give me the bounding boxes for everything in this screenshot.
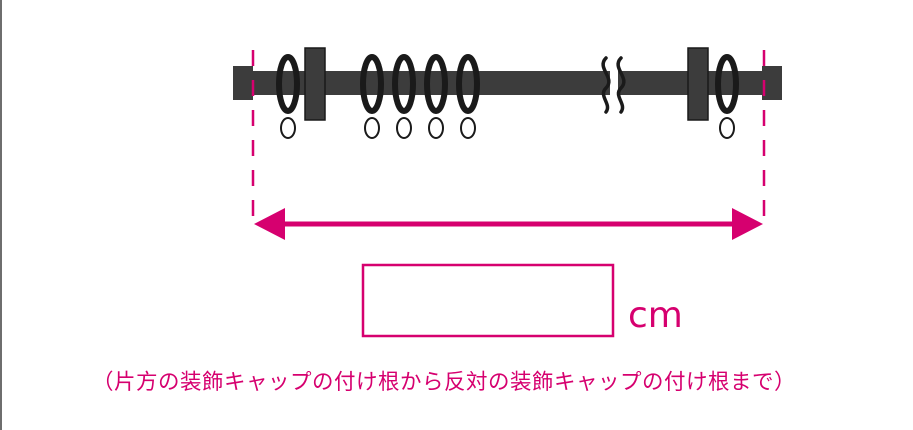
curtain-ring-icon (392, 54, 416, 139)
curtain-ring-icon (424, 54, 448, 139)
measurement-caption: （片方の装飾キャップの付け根から反対の装飾キャップの付け根まで） (92, 370, 797, 395)
curtain-ring-icon (715, 54, 739, 139)
wall-bracket-icon (304, 47, 326, 121)
measurement-input-box[interactable] (361, 263, 615, 338)
curtain-ring-icon (360, 54, 384, 139)
unit-label: cm (628, 295, 683, 336)
break-mark-icon (601, 56, 626, 114)
curtain-ring-icon (456, 54, 480, 139)
curtain-ring-icon (276, 54, 300, 139)
wall-bracket-icon (687, 47, 709, 121)
rod-end-cap-left (233, 66, 253, 100)
double-arrow-icon (254, 208, 763, 240)
rod-end-cap-right (762, 66, 782, 100)
